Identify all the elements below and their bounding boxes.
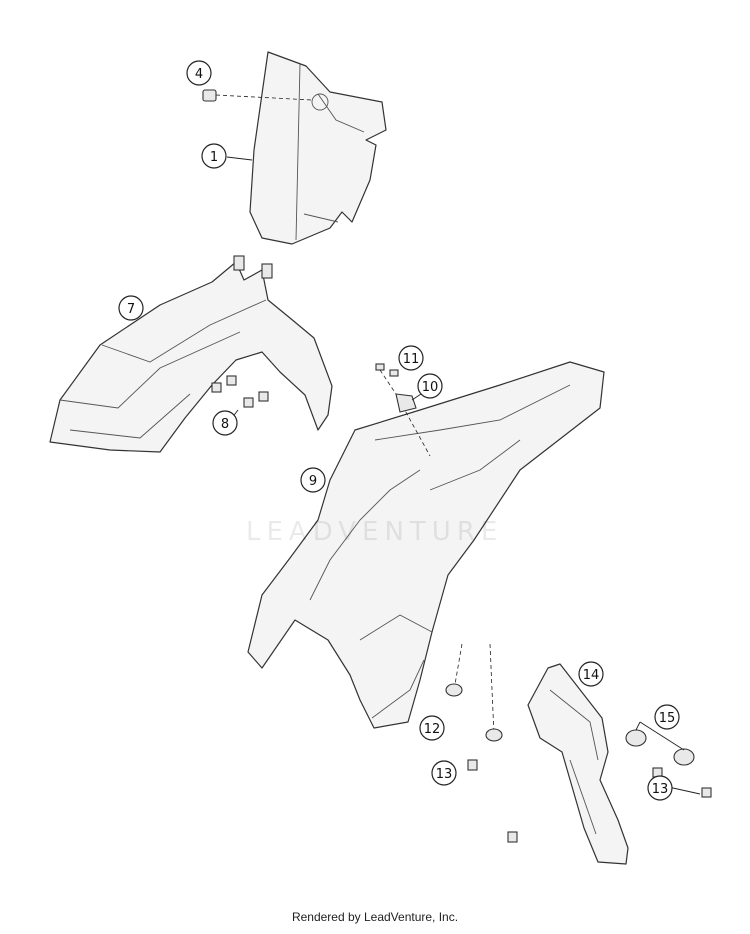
footer-credit: Rendered by LeadVenture, Inc. — [291, 910, 459, 924]
callout-13-right[interactable]: 13 — [647, 775, 673, 801]
callout-12[interactable]: 12 — [419, 715, 445, 741]
side-bracket-part — [527, 663, 629, 865]
callout-8[interactable]: 8 — [212, 410, 238, 436]
svg-text:1: 1 — [210, 150, 218, 165]
callout-1[interactable]: 1 — [201, 143, 227, 169]
screws-part-8 — [211, 375, 269, 408]
callout-10[interactable]: 10 — [417, 373, 443, 399]
callout-9[interactable]: 9 — [300, 467, 326, 493]
svg-text:15: 15 — [659, 711, 676, 726]
svg-text:13: 13 — [652, 782, 669, 797]
callout-13-left[interactable]: 13 — [431, 760, 457, 786]
callout-14[interactable]: 14 — [578, 661, 604, 687]
rear-fender-part — [247, 361, 605, 729]
front-fender-part — [49, 255, 333, 453]
callout-15[interactable]: 15 — [654, 704, 680, 730]
screws-part-13 — [467, 759, 712, 843]
bracket-part-10 — [395, 393, 417, 413]
number-plate-part — [249, 51, 387, 245]
svg-text:8: 8 — [221, 417, 229, 432]
svg-text:13: 13 — [436, 767, 453, 782]
callout-11[interactable]: 11 — [398, 345, 424, 371]
nut-part-4 — [202, 89, 217, 102]
svg-text:9: 9 — [309, 474, 317, 489]
svg-text:14: 14 — [583, 668, 600, 683]
svg-text:12: 12 — [424, 722, 441, 737]
svg-text:4: 4 — [195, 67, 203, 82]
callout-4[interactable]: 4 — [186, 60, 212, 86]
svg-text:7: 7 — [127, 302, 135, 317]
screw-part-11 — [375, 363, 399, 377]
callout-7[interactable]: 7 — [118, 295, 144, 321]
svg-text:11: 11 — [403, 352, 420, 367]
svg-text:10: 10 — [422, 380, 439, 395]
grommet-part-12 — [445, 683, 503, 742]
watermark-text: LEADVENTURE — [246, 517, 503, 547]
